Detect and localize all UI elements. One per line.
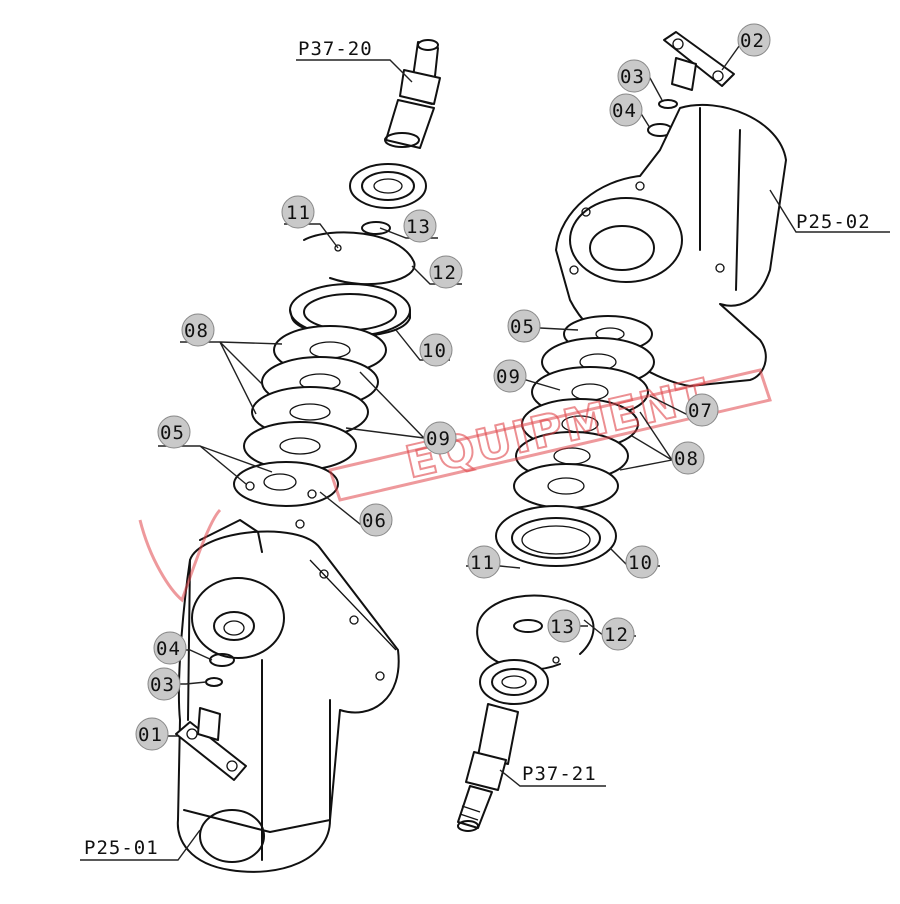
label-13-right: 13 xyxy=(550,616,575,638)
label-06-left: 06 xyxy=(362,510,387,532)
label-p37-21: P37-21 xyxy=(522,763,597,785)
right-bracket-02 xyxy=(663,31,735,91)
label-13-left: 13 xyxy=(406,216,431,238)
label-02-right: 02 xyxy=(740,30,765,52)
label-09-right: 09 xyxy=(496,366,521,388)
label-04-right: 04 xyxy=(612,100,637,122)
label-05-right: 05 xyxy=(510,316,535,338)
right-assembly xyxy=(457,31,787,832)
left-plate-06 xyxy=(233,461,339,529)
label-10-left: 10 xyxy=(422,340,447,362)
left-disc-stack xyxy=(243,325,387,471)
label-04-left: 04 xyxy=(156,638,181,660)
label-03-right: 03 xyxy=(620,66,645,88)
right-disc-stack xyxy=(513,337,655,509)
left-bearing xyxy=(349,163,427,209)
left-housing xyxy=(176,519,400,873)
left-assembly xyxy=(175,39,441,873)
label-11-right: 11 xyxy=(470,552,495,574)
callouts: P37-20 11 13 12 08 10 09 05 06 04 03 01 … xyxy=(84,23,871,859)
label-p37-20: P37-20 xyxy=(298,38,373,60)
right-ring-13 xyxy=(513,619,543,633)
left-ring-13 xyxy=(361,221,391,235)
label-09-left: 09 xyxy=(426,428,451,450)
label-08-right: 08 xyxy=(674,448,699,470)
label-08-left: 08 xyxy=(184,320,209,342)
left-oring-04 xyxy=(209,653,235,667)
label-01-left: 01 xyxy=(138,724,163,746)
label-10-right: 10 xyxy=(628,552,653,574)
left-snap-ring-12 xyxy=(303,231,416,286)
right-bearing xyxy=(479,659,549,705)
label-p25-01: P25-01 xyxy=(84,837,159,859)
left-bracket-01 xyxy=(175,707,247,781)
left-shaft xyxy=(384,39,441,149)
right-shaft xyxy=(457,703,519,832)
label-03-left: 03 xyxy=(150,674,175,696)
label-p25-02: P25-02 xyxy=(796,211,871,233)
right-oring-03 xyxy=(658,99,678,109)
label-05-left: 05 xyxy=(160,422,185,444)
label-12-left: 12 xyxy=(432,262,457,284)
right-carrier-10 xyxy=(495,505,617,567)
label-07-right: 07 xyxy=(688,400,713,422)
label-11-left: 11 xyxy=(286,202,311,224)
label-12-right: 12 xyxy=(604,624,629,646)
